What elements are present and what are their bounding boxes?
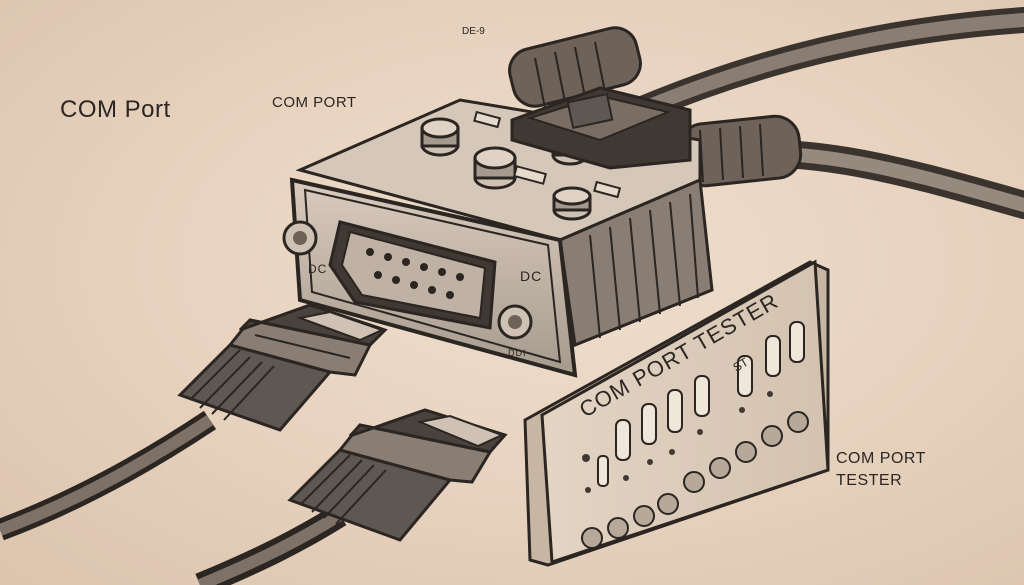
connector-mark-left: DC [308, 262, 328, 276]
tester-label-line1: COM PORT [836, 450, 926, 467]
tester-label-line2: TESTER [836, 472, 903, 489]
com-port-label-large: COM Port [60, 96, 171, 123]
tester-panel-small-label: ST [731, 354, 752, 374]
db9-adapter [282, 86, 714, 378]
top-cables [508, 7, 1024, 219]
de9-label: DE-9 [462, 26, 485, 37]
com-port-label-small: COM PORT [272, 94, 357, 111]
com-port-tester-label: COM PORT TESTER [836, 448, 926, 492]
port-tester-panel [523, 259, 830, 567]
connector-mark-bottom: DDI [508, 348, 527, 358]
cable-plug-upper [0, 303, 388, 541]
connector-mark-right: DC [520, 268, 543, 284]
cable-plug-lower [195, 408, 508, 585]
